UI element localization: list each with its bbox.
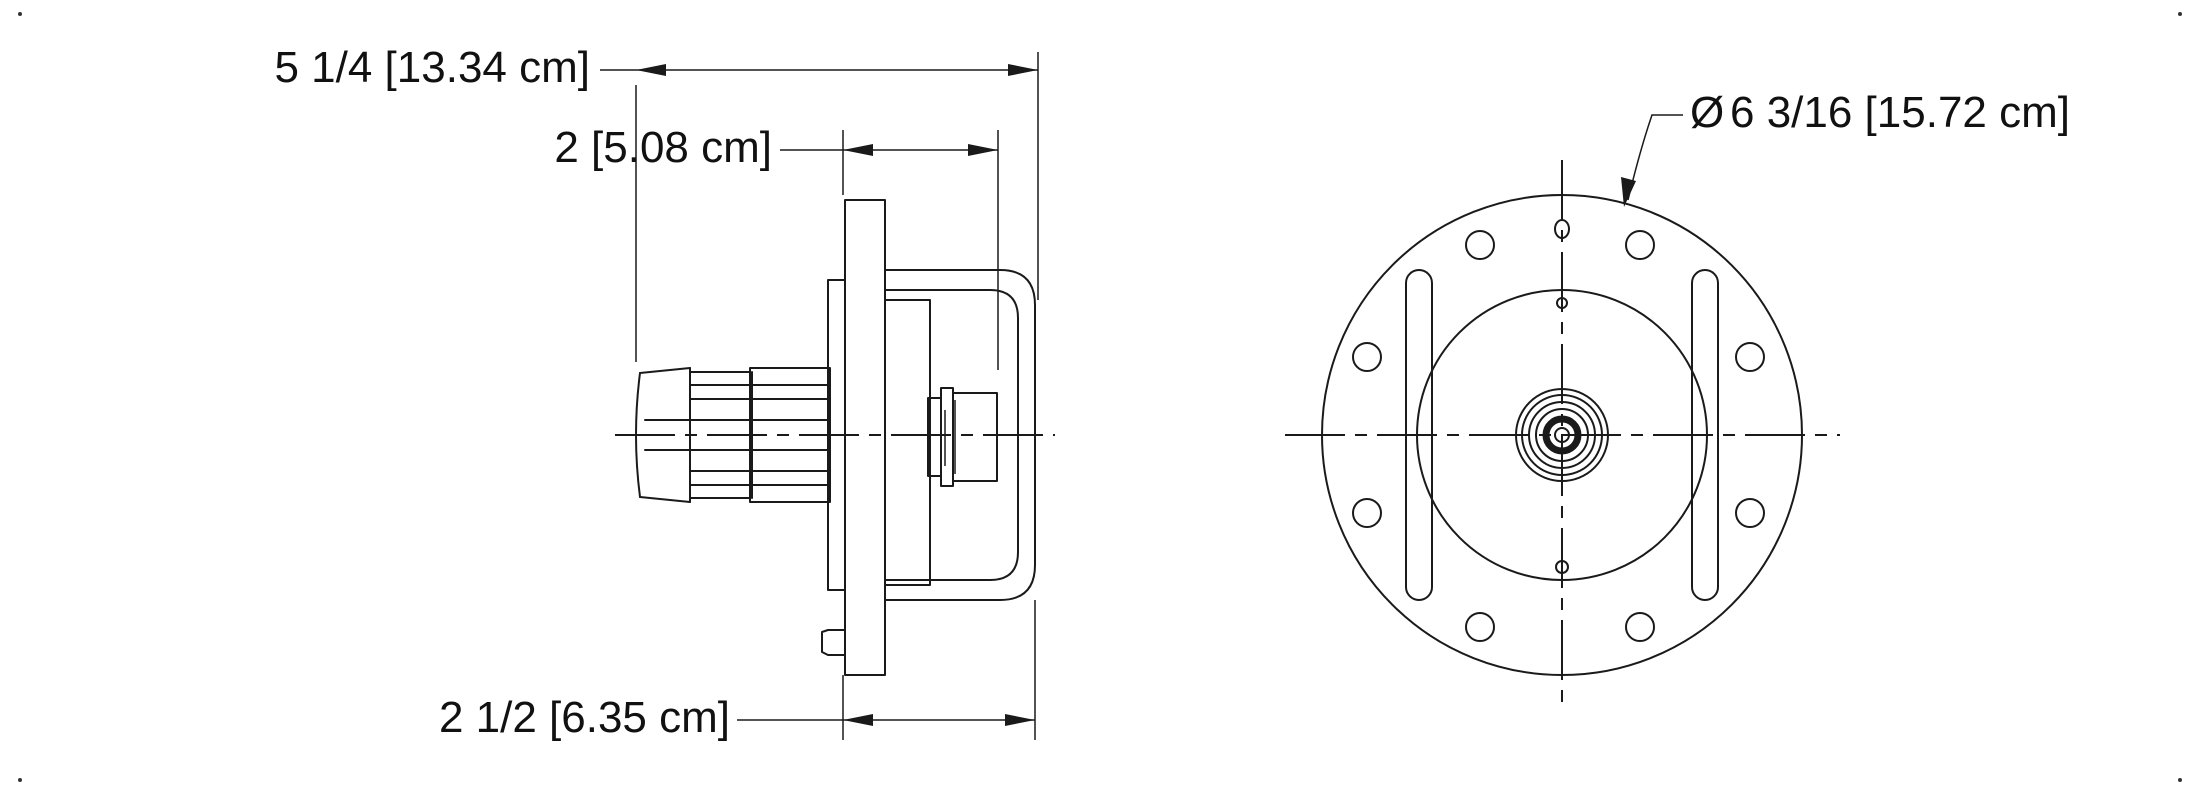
left-mounting-slot [1405, 269, 1433, 601]
alignment-holes [1554, 219, 1570, 574]
dimension-overall-length: 5 1/4 [13.34 cm] [274, 43, 1039, 362]
outer-flange-circle [1321, 194, 1803, 676]
dimension-flange-to-handle: 2 1/2 [6.35 cm] [439, 600, 1036, 742]
dimension-diameter: Ø 6 3/16 [15.72 cm] [1621, 88, 2070, 207]
connector-body [635, 367, 831, 503]
bolt-holes [1352, 230, 1765, 642]
connector-housing [884, 299, 998, 586]
side-view: 5 1/4 [13.34 cm] 2 [5.08 cm] 2 1/2 [6.35… [274, 43, 1055, 742]
handle [884, 269, 1036, 601]
diameter-label: 6 3/16 [15.72 cm] [1730, 88, 2070, 137]
flange-to-handle-label: 2 1/2 [6.35 cm] [439, 693, 730, 742]
dimension-handle-depth: 2 [5.08 cm] [554, 123, 999, 370]
overall-length-label: 5 1/4 [13.34 cm] [274, 43, 590, 92]
mounting-flange [821, 199, 886, 676]
corner-marks [18, 12, 2182, 782]
right-mounting-slot [1691, 269, 1719, 601]
diameter-symbol: Ø [1690, 88, 1724, 137]
center-connector [1515, 388, 1609, 482]
inner-body-circle [1416, 289, 1708, 581]
handle-depth-label: 2 [5.08 cm] [554, 123, 772, 172]
front-view: Ø 6 3/16 [15.72 cm] [1285, 88, 2070, 710]
